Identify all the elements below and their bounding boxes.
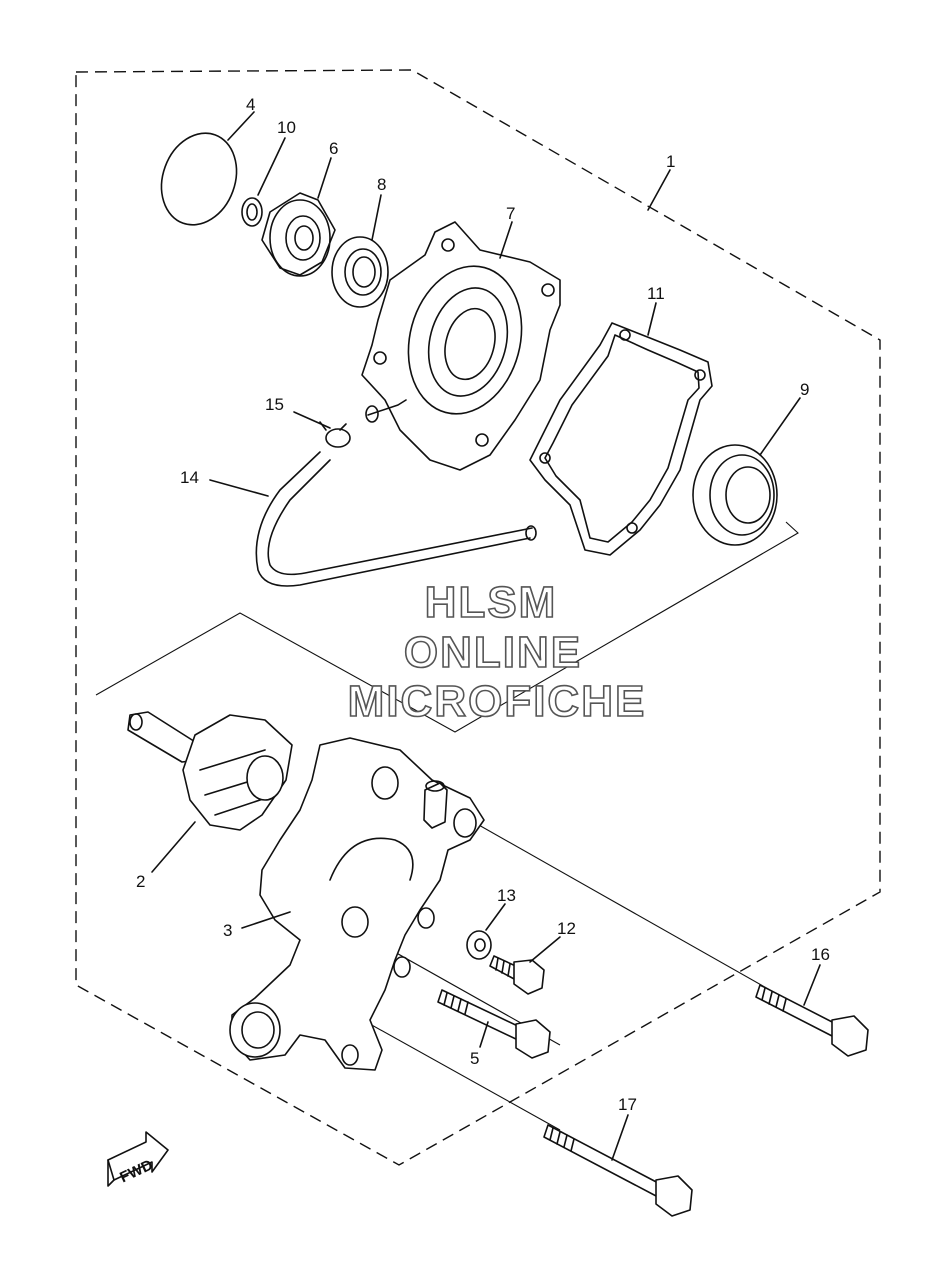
callout-6: 6 [329,139,338,158]
callout-7: 7 [506,204,515,223]
hose-clamp-part [319,421,351,448]
washer-part [466,930,492,960]
short-bolt-part [489,955,545,995]
watermark-line-1: HLSM [425,578,558,627]
watermark-line-3: MICROFICHE [348,677,647,726]
mechanical-seal-part [692,444,778,546]
callout-1: 1 [666,152,675,171]
shaft-axis-line [469,819,771,991]
callout-4: 4 [246,95,255,114]
forward-arrow-icon: FWD [107,1131,169,1187]
callout-5: 5 [470,1049,479,1068]
callout-15: 15 [265,395,284,414]
callout-9: 9 [800,380,809,399]
callout-11: 11 [647,284,665,303]
callout-13: 13 [497,886,516,905]
callout-3: 3 [223,921,232,940]
callout-8: 8 [377,175,386,194]
bolt-part-5 [437,989,551,1059]
watermark-line-2: ONLINE [404,628,582,677]
callout-2: 2 [136,872,145,891]
callout-14: 14 [180,468,199,487]
impeller-shaft-part [127,711,293,831]
circlip-part [241,197,263,227]
callout-16: 16 [811,945,830,964]
callout-10: 10 [277,118,296,137]
gasket-part [529,322,713,556]
o-ring-part [160,132,238,226]
leader-lines [151,111,821,1161]
bolt-part-16 [755,984,869,1057]
reference-plane-outline [95,521,799,733]
hose-part [255,451,537,587]
housing-cover-part [361,221,561,471]
assembly-boundary [75,69,881,1166]
callout-12: 12 [557,919,576,938]
callout-17: 17 [618,1095,637,1114]
oil-seal-part [331,236,389,308]
bolt-part-17 [543,1124,693,1217]
pump-housing-part [229,737,485,1071]
bearing-part [261,192,336,277]
